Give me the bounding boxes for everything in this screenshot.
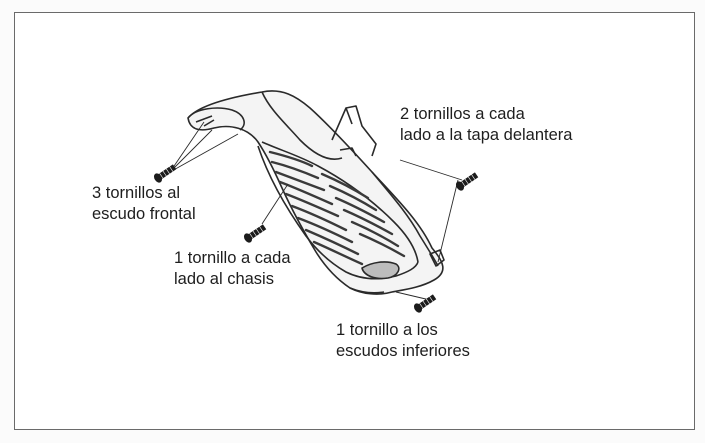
screw-icon (243, 224, 267, 243)
screw-icon (455, 172, 479, 191)
label-chassis-line2: lado al chasis (174, 270, 274, 288)
label-front-shield-line1: 3 tornillos al (92, 184, 181, 202)
label-front-shield-line2: escudo frontal (92, 205, 196, 223)
screw-icon (413, 294, 437, 313)
label-front-cover-screws: 2 tornillos a cada lado a la tapa delant… (400, 104, 572, 146)
screw-icon (153, 164, 177, 183)
label-lower-shields-line1: 1 tornillo a los (336, 321, 438, 339)
label-lower-shields-screws: 1 tornillo a los escudos inferiores (336, 320, 470, 362)
label-front-cover-line2: lado a la tapa delantera (400, 126, 573, 144)
leader-lines (169, 121, 463, 301)
label-lower-shields-line2: escudos inferiores (336, 342, 470, 360)
grille-slats (268, 150, 406, 266)
label-front-cover-line1: 2 tornillos a cada (400, 105, 525, 123)
label-chassis-line1: 1 tornillo a cada (174, 249, 291, 267)
label-chassis-screws: 1 tornillo a cada lado al chasis (174, 248, 291, 290)
label-front-shield-screws: 3 tornillos al escudo frontal (92, 183, 196, 225)
